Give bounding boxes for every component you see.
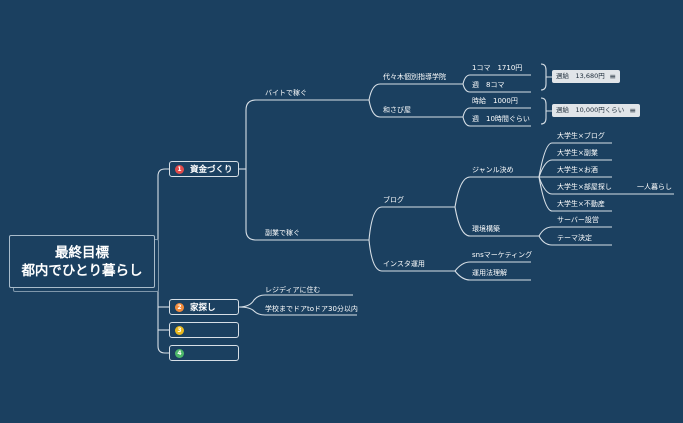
root-topic[interactable]: 最終目標 都内でひとり暮らし <box>9 235 155 288</box>
topic-sns[interactable]: snsマーケティング <box>472 251 533 259</box>
branch-funds-label: 資金づくり <box>190 165 233 175</box>
topic-genre[interactable]: ジャンル決め <box>472 166 514 174</box>
topic-genre-2[interactable]: 大学生×副業 <box>557 149 598 157</box>
topic-fukugyo[interactable]: 副業で稼ぐ <box>265 229 300 237</box>
topic-genre-1[interactable]: 大学生×ブログ <box>557 132 605 140</box>
root-title-line2: 都内でひとり暮らし <box>21 262 143 279</box>
summary-note-1-text: 週給 13,680円 <box>556 72 605 80</box>
topic-baito[interactable]: バイトで稼ぐ <box>265 89 307 97</box>
priority-2-icon: 2 <box>175 302 184 312</box>
topic-blog[interactable]: ブログ <box>383 196 404 204</box>
branch-funds[interactable]: 1 資金づくり <box>169 161 239 177</box>
branch-house-label: 家探し <box>190 303 216 313</box>
root-title-line1: 最終目標 <box>55 244 109 261</box>
topic-kankyo[interactable]: 環境構築 <box>472 225 500 233</box>
topic-genre-5[interactable]: 大学生×不動産 <box>557 200 605 208</box>
topic-jikyu[interactable]: 時給 1000円 <box>472 97 518 105</box>
topic-school[interactable]: 学校までドアtoドア30分以内 <box>265 305 358 313</box>
branch-house[interactable]: 2 家探し <box>169 299 239 315</box>
summary-note-2[interactable]: 週給 10,000円くらい ≡ <box>552 104 640 117</box>
topic-wasabi[interactable]: 和さび屋 <box>383 106 411 114</box>
topic-week10[interactable]: 週 10時間ぐらい <box>472 115 530 123</box>
topic-residia[interactable]: レジディアに住む <box>265 286 321 294</box>
topic-genre-4[interactable]: 大学生×部屋探し <box>557 183 612 191</box>
topic-week8[interactable]: 週 8コマ <box>472 81 505 89</box>
topic-insta[interactable]: インスタ運用 <box>383 260 425 268</box>
priority-3-icon: 3 <box>175 325 184 335</box>
topic-theme[interactable]: テーマ決定 <box>557 234 592 242</box>
branch-3[interactable]: 3 <box>169 322 239 338</box>
summary-note-2-text: 週給 10,000円くらい <box>556 106 625 114</box>
priority-1-icon: 1 <box>175 164 184 174</box>
notes-icon: ≡ <box>629 106 636 115</box>
topic-koma[interactable]: 1コマ 1710円 <box>472 64 523 72</box>
topic-yoyogi[interactable]: 代々木個別指導学院 <box>383 73 446 81</box>
topic-unyo[interactable]: 運用法理解 <box>472 269 507 277</box>
branch-4[interactable]: 4 <box>169 345 239 361</box>
summary-note-1[interactable]: 週給 13,680円 ≡ <box>552 70 620 83</box>
topic-server[interactable]: サーバー設営 <box>557 216 599 224</box>
topic-genre-3[interactable]: 大学生×お酒 <box>557 166 598 174</box>
notes-icon: ≡ <box>609 72 616 81</box>
topic-genre-4-sub[interactable]: 一人暮らし <box>637 183 672 191</box>
priority-4-icon: 4 <box>175 348 184 358</box>
